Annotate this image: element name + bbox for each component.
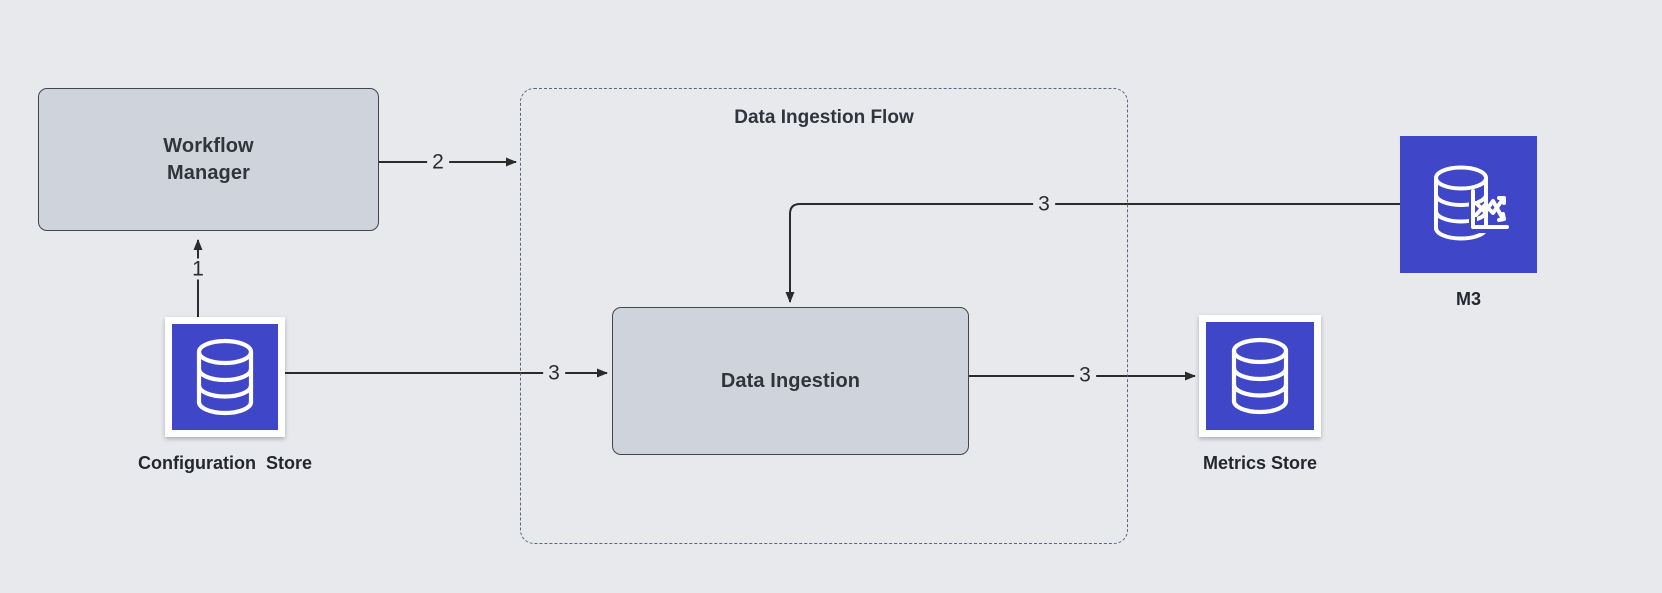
data-ingestion-node[interactable]: Data Ingestion <box>612 307 969 455</box>
configuration-store-node[interactable]: Configuration Store <box>138 317 312 474</box>
configuration-store-tile <box>165 317 285 437</box>
workflow-manager-node[interactable]: Workflow Manager <box>38 88 379 231</box>
workflow-manager-label: Workflow Manager <box>163 135 254 184</box>
edge-label-3c: 3 <box>1074 364 1096 386</box>
database-icon <box>1231 337 1289 415</box>
data-ingestion-label: Data Ingestion <box>720 369 861 392</box>
database-chart-icon <box>1433 165 1511 240</box>
metrics-store-label: Metrics Store <box>1202 453 1318 473</box>
metrics-store-node[interactable]: Metrics Store <box>1199 315 1321 474</box>
configuration-store-label: Configuration Store <box>138 453 312 473</box>
data-ingestion-flow-group <box>520 88 1128 544</box>
metrics-store-tile <box>1199 315 1321 437</box>
m3-tile <box>1400 136 1537 273</box>
data-ingestion-flow-group-title: Data Ingestion Flow <box>734 107 914 128</box>
edge-label-3b: 3 <box>1033 193 1055 215</box>
edge-label-3a: 3 <box>543 362 565 384</box>
m3-node[interactable]: M3 <box>1400 136 1537 310</box>
m3-label: M3 <box>1455 289 1481 309</box>
edge-label-2: 2 <box>427 151 449 173</box>
database-icon <box>196 338 254 416</box>
edge-label-1: 1 <box>187 258 209 280</box>
